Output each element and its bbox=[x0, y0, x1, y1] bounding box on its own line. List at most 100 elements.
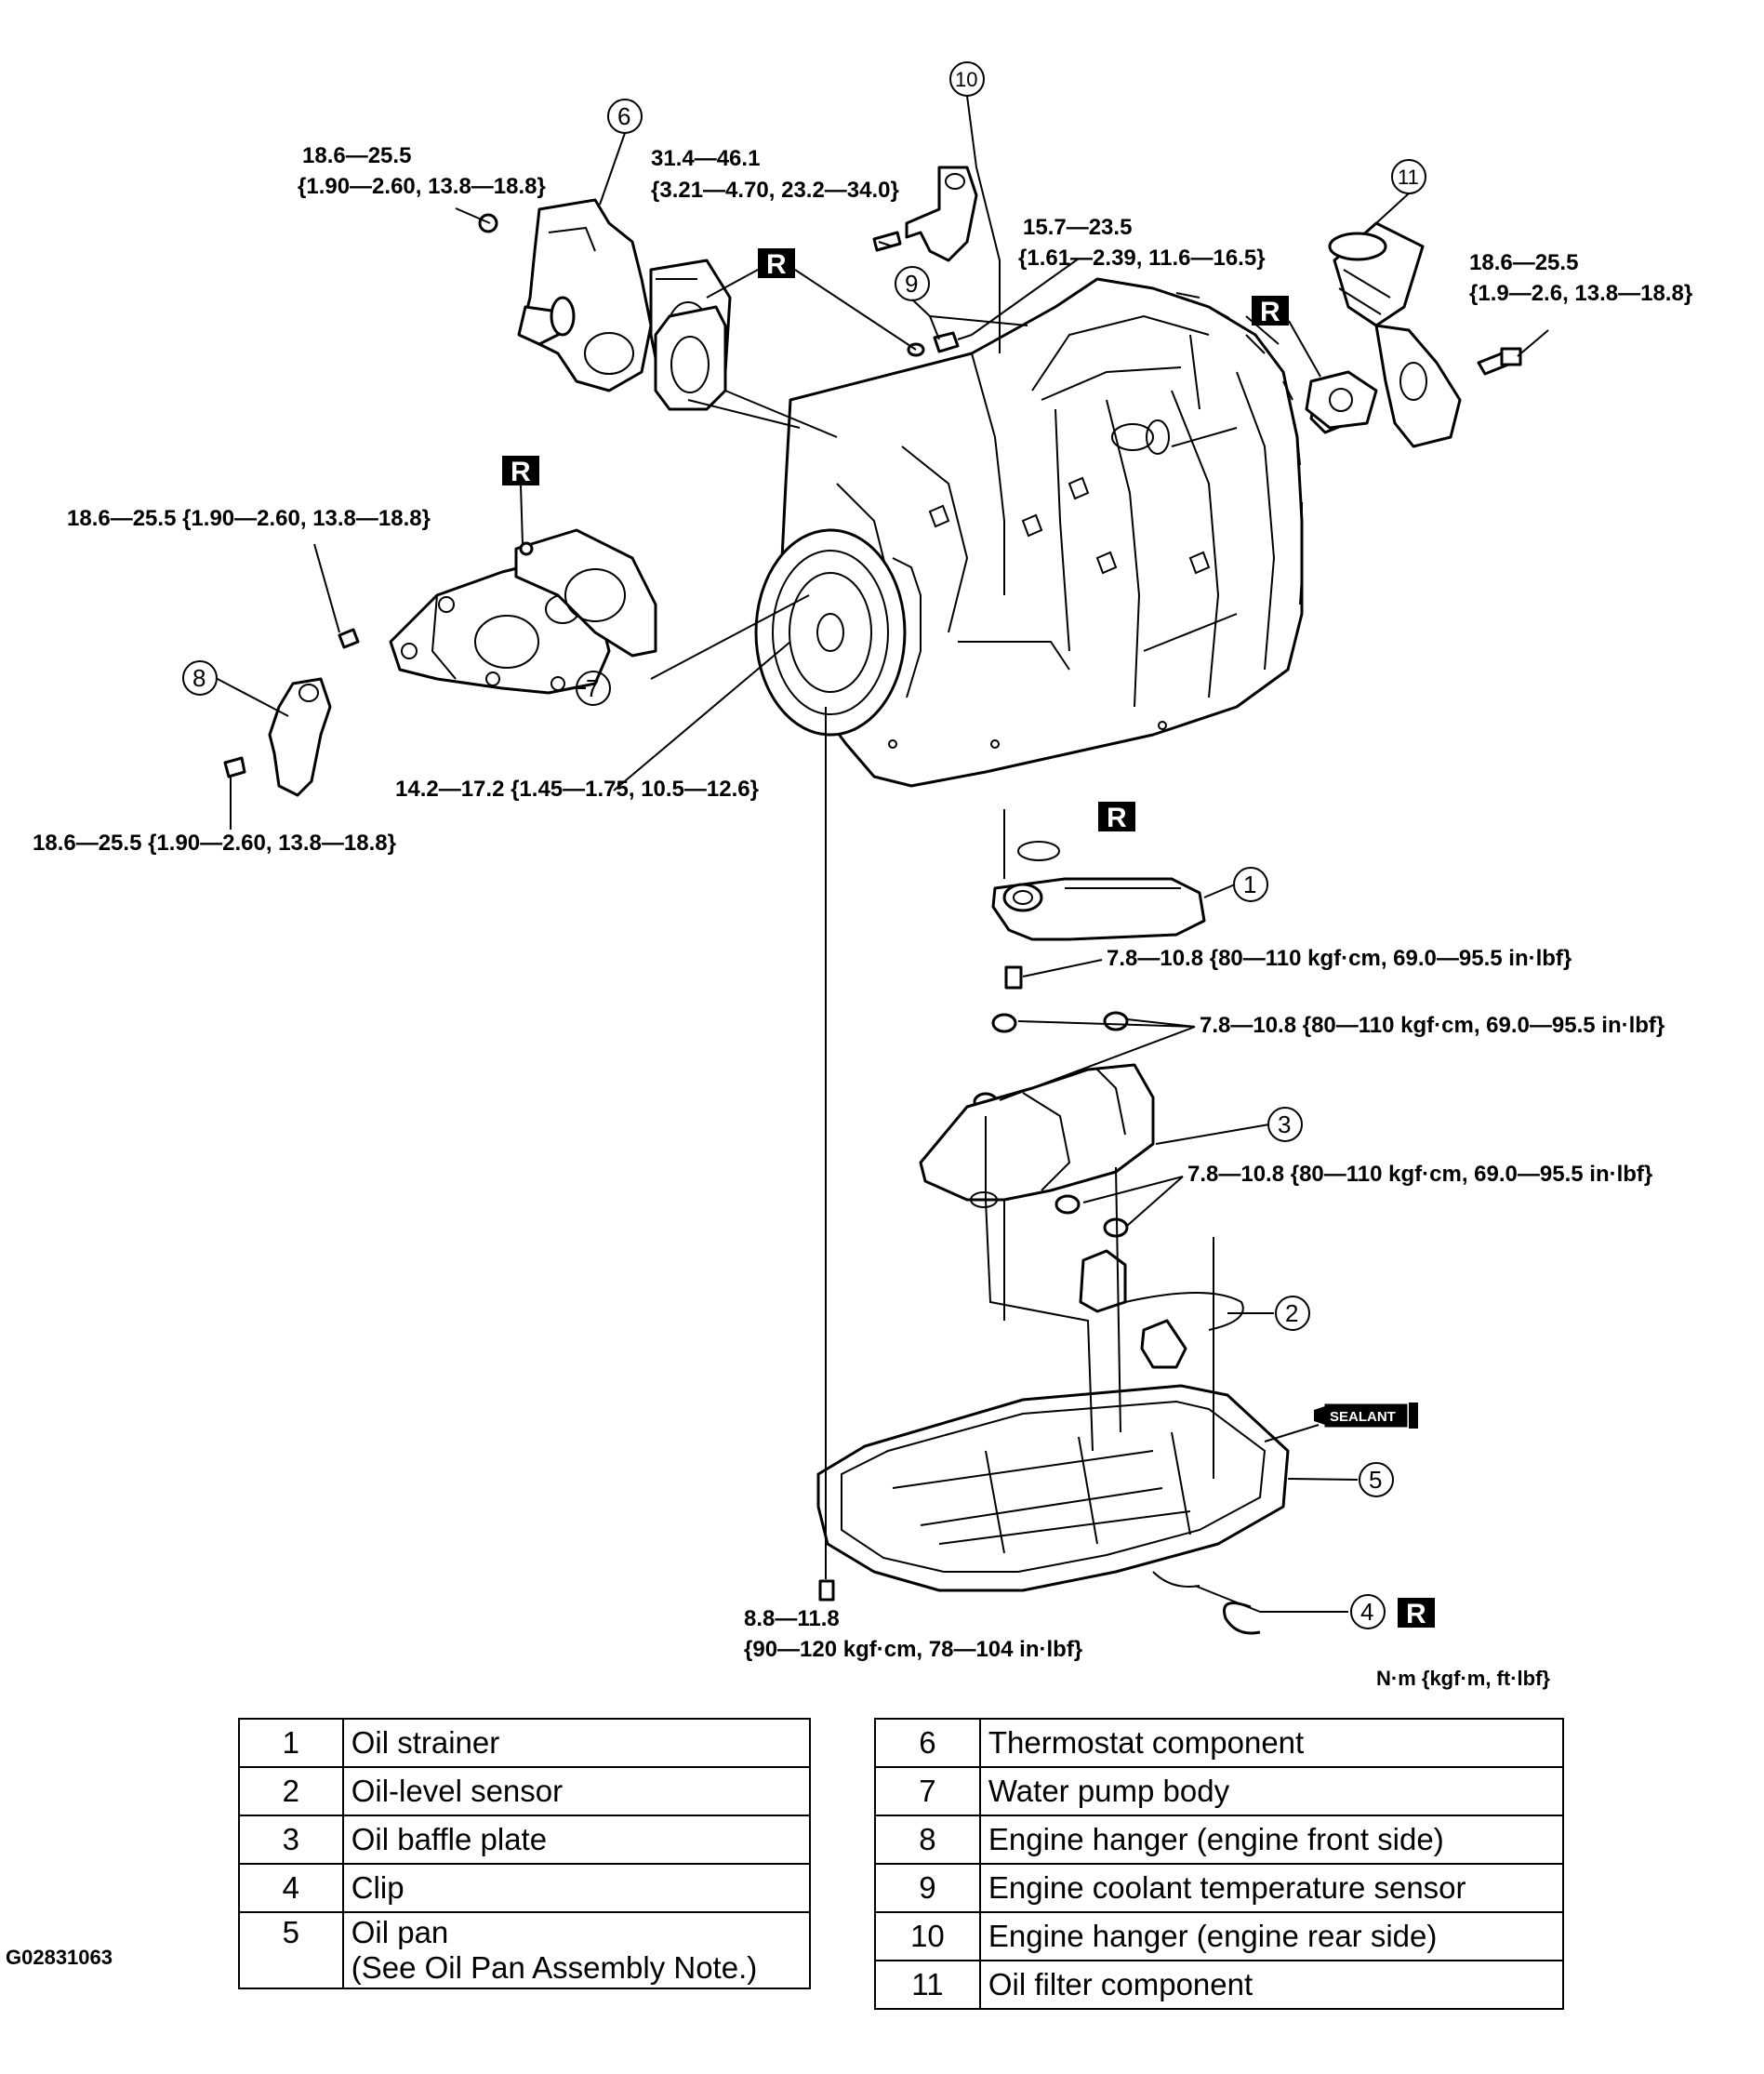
svg-text:R: R bbox=[1260, 297, 1280, 327]
oil-filter-gasket bbox=[1305, 370, 1378, 430]
callout-6: 6 bbox=[607, 99, 643, 134]
svg-text:6: 6 bbox=[617, 102, 630, 130]
torque-hanger-rear-nm: 31.4—46.1 bbox=[651, 146, 760, 171]
replace-marker-water-pump-gasket: R bbox=[502, 456, 539, 545]
legend-num: 1 bbox=[238, 1718, 344, 1768]
torque-coolant-sensor-nm: 15.7—23.5 bbox=[1023, 215, 1132, 240]
callout-1: 1 bbox=[1233, 867, 1268, 902]
callout-5: 5 bbox=[1359, 1462, 1394, 1497]
svg-text:8: 8 bbox=[192, 664, 206, 692]
callout-11: 11 bbox=[1391, 159, 1426, 194]
torque-hanger-rear-alt: {3.21—4.70, 23.2—34.0} bbox=[651, 178, 899, 203]
figure-id: G02831063 bbox=[6, 1946, 113, 1969]
svg-text:3: 3 bbox=[1278, 1110, 1291, 1138]
water-pump-gasket bbox=[514, 528, 657, 658]
svg-text:7: 7 bbox=[586, 674, 599, 702]
legend-num: 9 bbox=[874, 1863, 981, 1913]
thermostat-gasket bbox=[654, 305, 727, 411]
oil-strainer bbox=[991, 841, 1206, 941]
legend-num: 5 bbox=[238, 1911, 344, 1989]
water-pump-bolt bbox=[338, 628, 360, 649]
legend-note: (See Oil Pan Assembly Note.) bbox=[351, 1950, 758, 1985]
torque-thermostat-nm: 18.6—25.5 bbox=[302, 143, 411, 168]
legend-desc: Engine hanger (engine rear side) bbox=[978, 1911, 1565, 1961]
svg-text:R: R bbox=[1107, 803, 1127, 833]
sealant-tube: SEALANT bbox=[1314, 1403, 1418, 1429]
legend-desc: Thermostat component bbox=[978, 1718, 1565, 1768]
callout-2: 2 bbox=[1275, 1296, 1310, 1331]
engine-hanger-rear bbox=[872, 166, 978, 262]
oil-pan bbox=[816, 1384, 1290, 1592]
replace-marker-thermostat-gasket: R bbox=[706, 248, 917, 351]
callout-4: 4 bbox=[1350, 1594, 1386, 1629]
svg-text:10: 10 bbox=[955, 68, 977, 91]
callout-10: 10 bbox=[949, 61, 985, 97]
torque-water-pump: 18.6—25.5 {1.90—2.60, 13.8—18.8} bbox=[67, 506, 431, 531]
torque-oil-filter-alt: {1.9—2.6, 13.8—18.8} bbox=[1469, 281, 1692, 306]
torque-oil-pan-nm: 8.8—11.8 bbox=[744, 1606, 840, 1631]
leader-lines bbox=[215, 95, 1549, 1613]
svg-text:R: R bbox=[511, 457, 531, 487]
svg-text:2: 2 bbox=[1285, 1299, 1298, 1327]
units-note: N·m {kgf·m, ft·lbf} bbox=[1376, 1667, 1550, 1690]
torque-oil-pan-alt: {90—120 kgf·cm, 78—104 in·lbf} bbox=[744, 1637, 1082, 1662]
svg-text:1: 1 bbox=[1243, 871, 1256, 898]
torque-strainer-bolt: 7.8—10.8 {80—110 kgf·cm, 69.0—95.5 in·lb… bbox=[1107, 946, 1572, 971]
engine-block bbox=[754, 277, 1304, 788]
torque-oil-filter-nm: 18.6—25.5 bbox=[1469, 250, 1578, 275]
legend-num: 3 bbox=[238, 1815, 344, 1865]
torque-baffle-nuts: 7.8—10.8 {80—110 kgf·cm, 69.0—95.5 in·lb… bbox=[1187, 1162, 1652, 1187]
callout-3: 3 bbox=[1267, 1107, 1303, 1142]
torque-strainer-nuts: 7.8—10.8 {80—110 kgf·cm, 69.0—95.5 in·lb… bbox=[1200, 1013, 1665, 1038]
torque-hanger-front: 18.6—25.5 {1.90—2.60, 13.8—18.8} bbox=[33, 831, 396, 856]
svg-text:R: R bbox=[1406, 1599, 1426, 1629]
legend-desc: Oil pan bbox=[351, 1915, 449, 1949]
replace-marker-strainer-oring: R bbox=[1098, 802, 1135, 833]
legend-num: 10 bbox=[874, 1911, 981, 1961]
legend-desc: Engine hanger (engine front side) bbox=[978, 1815, 1565, 1865]
replace-marker-clip: R bbox=[1398, 1598, 1435, 1629]
legend-num: 4 bbox=[238, 1863, 344, 1913]
svg-text:5: 5 bbox=[1369, 1466, 1382, 1494]
legend-desc: Oil-level sensor bbox=[341, 1766, 812, 1816]
legend-num: 8 bbox=[874, 1815, 981, 1865]
engine-hanger-front bbox=[223, 677, 332, 797]
legend-desc-block: Oil pan(See Oil Pan Assembly Note.) bbox=[341, 1911, 812, 1989]
callout-8: 8 bbox=[182, 660, 218, 696]
oil-pan-bolt bbox=[818, 1579, 835, 1602]
torque-coolant-sensor-alt: {1.61—2.39, 11.6—16.5} bbox=[1018, 246, 1266, 271]
sealant-label: SEALANT bbox=[1330, 1409, 1396, 1425]
callout-7: 7 bbox=[576, 671, 611, 706]
legend-num: 6 bbox=[874, 1718, 981, 1768]
callout-9: 9 bbox=[895, 266, 930, 301]
clip bbox=[1223, 1602, 1261, 1635]
torque-pulley: 14.2—17.2 {1.45—1.75, 10.5—12.6} bbox=[395, 777, 759, 802]
legend-desc: Water pump body bbox=[978, 1766, 1565, 1816]
legend-num: 2 bbox=[238, 1766, 344, 1816]
baffle-nuts bbox=[1054, 1194, 1129, 1238]
legend-desc: Oil baffle plate bbox=[341, 1815, 812, 1865]
oil-filter-component bbox=[1328, 221, 1522, 448]
legend-desc: Oil filter component bbox=[978, 1960, 1565, 2010]
svg-text:R: R bbox=[766, 249, 787, 280]
legend-num: 7 bbox=[874, 1766, 981, 1816]
legend-desc: Clip bbox=[341, 1863, 812, 1913]
torque-thermostat-alt: {1.90—2.60, 13.8—18.8} bbox=[298, 174, 546, 199]
svg-text:4: 4 bbox=[1360, 1598, 1373, 1626]
svg-text:9: 9 bbox=[905, 270, 918, 298]
oil-level-sensor bbox=[1079, 1249, 1244, 1369]
legend-desc: Engine coolant temperature sensor bbox=[978, 1863, 1565, 1913]
legend-num: 11 bbox=[874, 1960, 981, 2010]
replace-marker-filter-gasket: R bbox=[1252, 296, 1321, 378]
